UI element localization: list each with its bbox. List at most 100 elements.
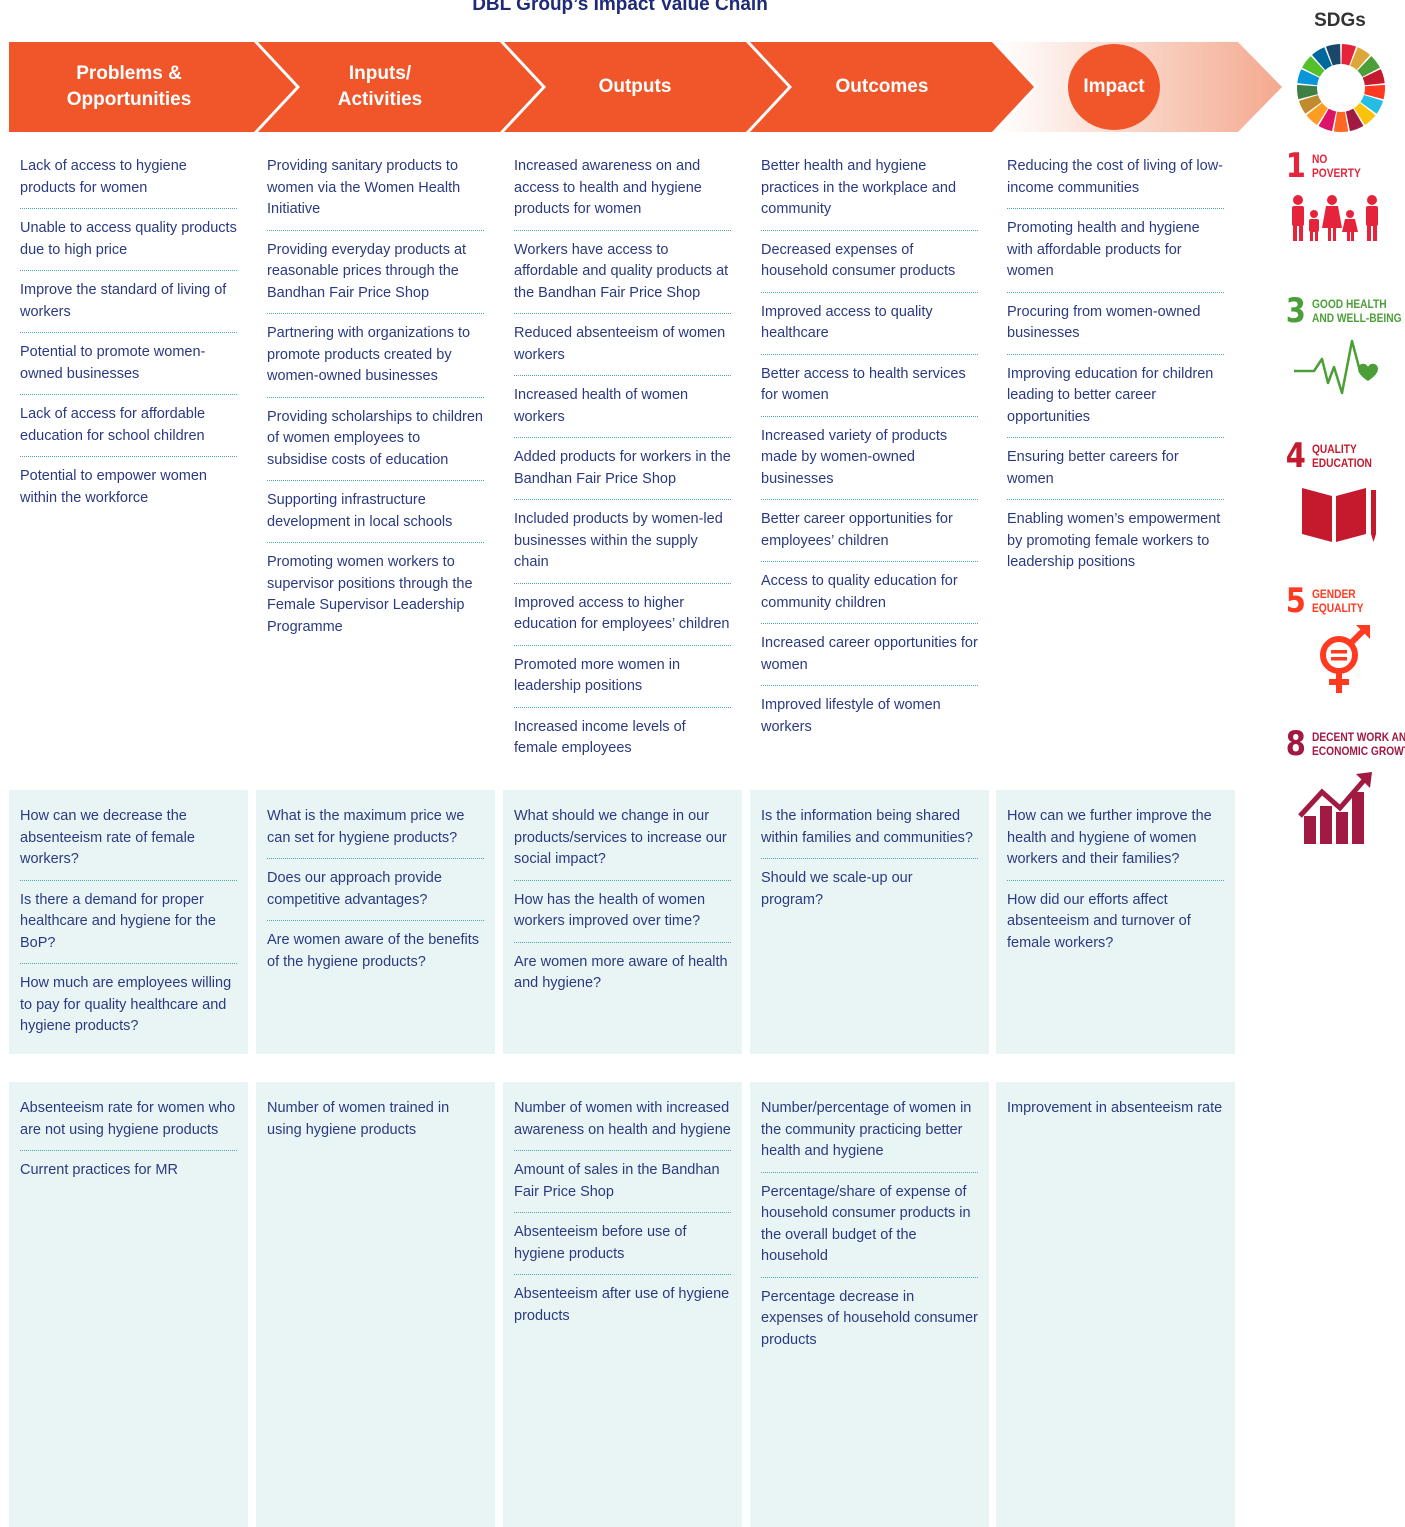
indicator-item: Absenteeism rate for women who are not u… [20, 1082, 237, 1151]
question-item: How can we decrease the absenteeism rate… [20, 790, 237, 881]
sdg-wheel-segment [1364, 84, 1385, 100]
stage-arrow-outcomes [750, 42, 1034, 132]
activity-item: Increased awareness on and access to hea… [514, 140, 731, 231]
activity-item: Supporting infrastructure development in… [267, 481, 484, 543]
activity-item: Improved access to quality healthcare [761, 293, 978, 355]
sdg-wheel-segment [1341, 44, 1357, 66]
sdg-wheel-segment [1333, 111, 1349, 132]
main-column-problems: Lack of access to hygiene products for w… [9, 140, 248, 770]
stage-label-outputs: Outputs [598, 76, 672, 97]
activity-item: Providing everyday products at reasonabl… [267, 231, 484, 314]
sdg-wheel-segment [1297, 69, 1320, 86]
activity-item: Lack of access for affordable education … [20, 395, 237, 457]
activity-item: Ensuring better careers for women [1007, 438, 1224, 500]
sdg-wheel-segment [1306, 102, 1328, 125]
indicators-column-inputs: Number of women trained in using hygiene… [256, 1082, 495, 1527]
questions-column-outputs: What should we change in our products/se… [503, 790, 742, 1054]
question-item: How can we further improve the health an… [1007, 790, 1224, 881]
gender-equality-icon [1320, 625, 1370, 693]
stage-arrow-outputs [504, 42, 788, 132]
sdg-wheel-segment [1302, 56, 1325, 77]
growth-chart-icon [1298, 772, 1372, 844]
indicators-column-impact: Improvement in absenteeism rate [996, 1082, 1235, 1527]
question-item: What should we change in our products/se… [514, 790, 731, 881]
question-item: Does our approach provide competitive ad… [267, 859, 484, 921]
activity-item: Added products for workers in the Bandha… [514, 438, 731, 500]
question-item: Are women more aware of health and hygie… [514, 953, 728, 992]
sdg-wheel-segment [1350, 47, 1370, 70]
activity-item: Decreased expenses of household consumer… [761, 231, 978, 293]
activity-item: Improved lifestyle of women workers [761, 697, 941, 735]
activity-item: Partnering with organizations to promote… [267, 314, 484, 398]
activity-item: Unable to access quality products due to… [20, 209, 237, 271]
main-column-impact: Reducing the cost of living of low-incom… [996, 140, 1235, 770]
indicator-item: Percentage/share of expense of household… [761, 1173, 978, 1278]
activity-item: Reduced absenteeism of women workers [514, 314, 731, 376]
question-item: How much are employees willing to pay fo… [20, 975, 232, 1034]
heartbeat-icon [1294, 339, 1378, 395]
activity-item: Better access to health services for wom… [761, 355, 978, 417]
indicator-item: Improvement in absenteeism rate [1007, 1100, 1223, 1116]
indicator-item: Number/percentage of women in the commun… [761, 1082, 978, 1173]
indicator-item: Percentage decrease in expenses of house… [761, 1288, 978, 1348]
questions-column-impact: How can we further improve the health an… [996, 790, 1235, 1054]
activity-item: Better career opportunities for employee… [761, 500, 978, 562]
sdg-number: 4 [1285, 436, 1306, 476]
questions-column-problems: How can we decrease the absenteeism rate… [9, 790, 248, 1054]
activity-item: Potential to empower women within the wo… [20, 468, 207, 506]
activity-item: Promoting health and hygiene with afford… [1007, 209, 1224, 293]
main-column-outcomes: Better health and hygiene practices in t… [750, 140, 989, 770]
activity-item: Better health and hygiene practices in t… [761, 140, 978, 231]
indicator-item: Absenteeism before use of hygiene produc… [514, 1213, 731, 1275]
activity-item: Increased income levels of female employ… [514, 718, 686, 757]
sdg-number: 8 [1285, 724, 1306, 764]
activity-item: Increased career opportunities for women [761, 624, 978, 686]
main-column-outputs: Increased awareness on and access to hea… [503, 140, 742, 770]
sdg-wheel-segment [1362, 69, 1385, 86]
family-icon [1292, 195, 1378, 241]
activity-item: Included products by women-led businesse… [514, 500, 731, 584]
activity-item: Improving education for children leading… [1007, 355, 1224, 438]
stage-arrow-problems [9, 42, 296, 132]
sdg-wheel-icon [1297, 44, 1385, 132]
sdg-wheel-segment [1360, 95, 1384, 114]
indicators-column-outcomes: Number/percentage of women in the commun… [750, 1082, 989, 1527]
sdg-heading: SDGs [1314, 10, 1366, 31]
activity-item: Reducing the cost of living of low-incom… [1007, 140, 1224, 209]
indicators-column-problems: Absenteeism rate for women who are not u… [9, 1082, 248, 1527]
question-item: Is the information being shared within f… [761, 790, 978, 859]
indicator-item: Number of women trained in using hygiene… [267, 1100, 450, 1138]
sdg-wheel-segment [1345, 108, 1364, 132]
activity-item: Procuring from women-owned businesses [1007, 293, 1224, 355]
activity-item: Promoting women workers to supervisor po… [267, 554, 473, 635]
sdg-wheel-segment [1312, 47, 1332, 70]
question-item: Are women aware of the benefits of the h… [267, 932, 479, 970]
book-pencil-icon [1302, 488, 1376, 542]
stage-label-inputs: Inputs/Activities [337, 63, 423, 110]
activity-item: Lack of access to hygiene products for w… [20, 140, 237, 209]
activity-item: Providing sanitary products to women via… [267, 140, 484, 231]
activity-item: Improved access to higher education for … [514, 584, 731, 646]
main-column-inputs: Providing sanitary products to women via… [256, 140, 495, 770]
sdg-wheel-segment [1297, 84, 1318, 100]
diagram-title: DBL Group’s Impact Value Chain [472, 0, 768, 15]
sdg-wheel-segment [1325, 44, 1341, 66]
stage-arrow-inputs [258, 42, 542, 132]
value-chain-arrow-banner [9, 42, 1282, 132]
activity-item: Potential to promote women-owned busines… [20, 333, 237, 395]
activity-item: Access to quality education for communit… [761, 562, 978, 624]
sdg-wheel-segment [1318, 108, 1337, 132]
activity-item: Improve the standard of living of worker… [20, 271, 237, 333]
question-item: Should we scale-up our program? [761, 870, 913, 908]
stage-label-impact: Impact [1068, 44, 1160, 130]
sdg-wheel-segment [1354, 102, 1376, 125]
activity-item: Providing scholarships to children of wo… [267, 398, 484, 481]
activity-item: Promoted more women in leadership positi… [514, 646, 731, 708]
indicator-item: Absenteeism after use of hygiene product… [514, 1286, 730, 1324]
